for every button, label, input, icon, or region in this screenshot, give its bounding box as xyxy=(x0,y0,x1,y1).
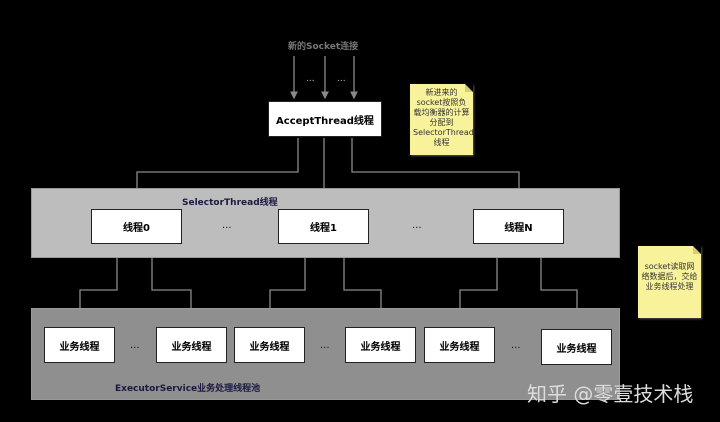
worker-thread-4: 业务线程 xyxy=(345,327,416,363)
incoming-dots-left: ... xyxy=(306,74,315,84)
selector-panel-label: SelectorThread线程 xyxy=(182,198,278,208)
sticky-note-load-balance: 新进来的socket按照负载均衡器的计算分配到SelectorThread线程 xyxy=(410,84,474,155)
worker-thread-5: 业务线程 xyxy=(424,327,495,363)
selector-thread-0: 线程0 xyxy=(91,209,182,244)
note-fold-corner xyxy=(465,84,473,92)
arrow-thread0-to-worker1 xyxy=(76,245,118,326)
accept-thread-label: AcceptThread线程 xyxy=(276,115,374,127)
selector-dots-1: ... xyxy=(222,220,232,231)
arrow-thread1-to-worker3 xyxy=(266,245,306,326)
selector-thread-0-label: 线程0 xyxy=(123,223,150,234)
worker-thread-4-label: 业务线程 xyxy=(360,341,401,353)
selector-thread-n: 线程N xyxy=(473,209,564,244)
note-load-balance-text: 新进来的socket按照负载均衡器的计算分配到SelectorThread线程 xyxy=(413,88,474,147)
executor-service-panel xyxy=(31,308,620,400)
selector-dots-2: ... xyxy=(412,220,422,231)
arrow-thread0-to-worker2 xyxy=(151,245,195,326)
worker-thread-6-label: 业务线程 xyxy=(556,343,597,355)
worker-dots-2: ... xyxy=(320,340,330,351)
incoming-dots-right: ... xyxy=(337,74,346,84)
executor-panel-label: ExecutorService业务处理线程池 xyxy=(115,384,261,394)
worker-thread-2: 业务线程 xyxy=(156,327,227,363)
worker-dots-3: ... xyxy=(511,340,521,351)
worker-dots-1: ... xyxy=(130,340,140,351)
worker-thread-3: 业务线程 xyxy=(234,327,305,363)
selector-thread-1: 线程1 xyxy=(278,209,369,244)
worker-thread-6: 业务线程 xyxy=(541,329,612,365)
incoming-label: 新的Socket连接 xyxy=(288,42,359,52)
worker-thread-1-label: 业务线程 xyxy=(59,341,100,353)
selector-thread-1-label: 线程1 xyxy=(310,223,337,234)
selector-thread-n-label: 线程N xyxy=(504,223,533,234)
arrow-thread1-to-worker4 xyxy=(343,245,385,326)
accept-thread-box: AcceptThread线程 xyxy=(268,101,382,137)
worker-thread-3-label: 业务线程 xyxy=(249,341,290,353)
arrow-threadn-to-worker5 xyxy=(456,245,498,326)
sticky-note-handoff: socket读取网络数据后，交给业务线程处理 xyxy=(638,246,701,318)
note-handoff-text: socket读取网络数据后，交给业务线程处理 xyxy=(641,262,698,291)
worker-thread-5-label: 业务线程 xyxy=(439,341,480,353)
note2-fold-corner xyxy=(693,246,701,254)
worker-thread-1: 业务线程 xyxy=(44,327,115,363)
worker-thread-2-label: 业务线程 xyxy=(171,341,212,353)
watermark: 知乎 @零壹技术栈 xyxy=(527,382,694,406)
